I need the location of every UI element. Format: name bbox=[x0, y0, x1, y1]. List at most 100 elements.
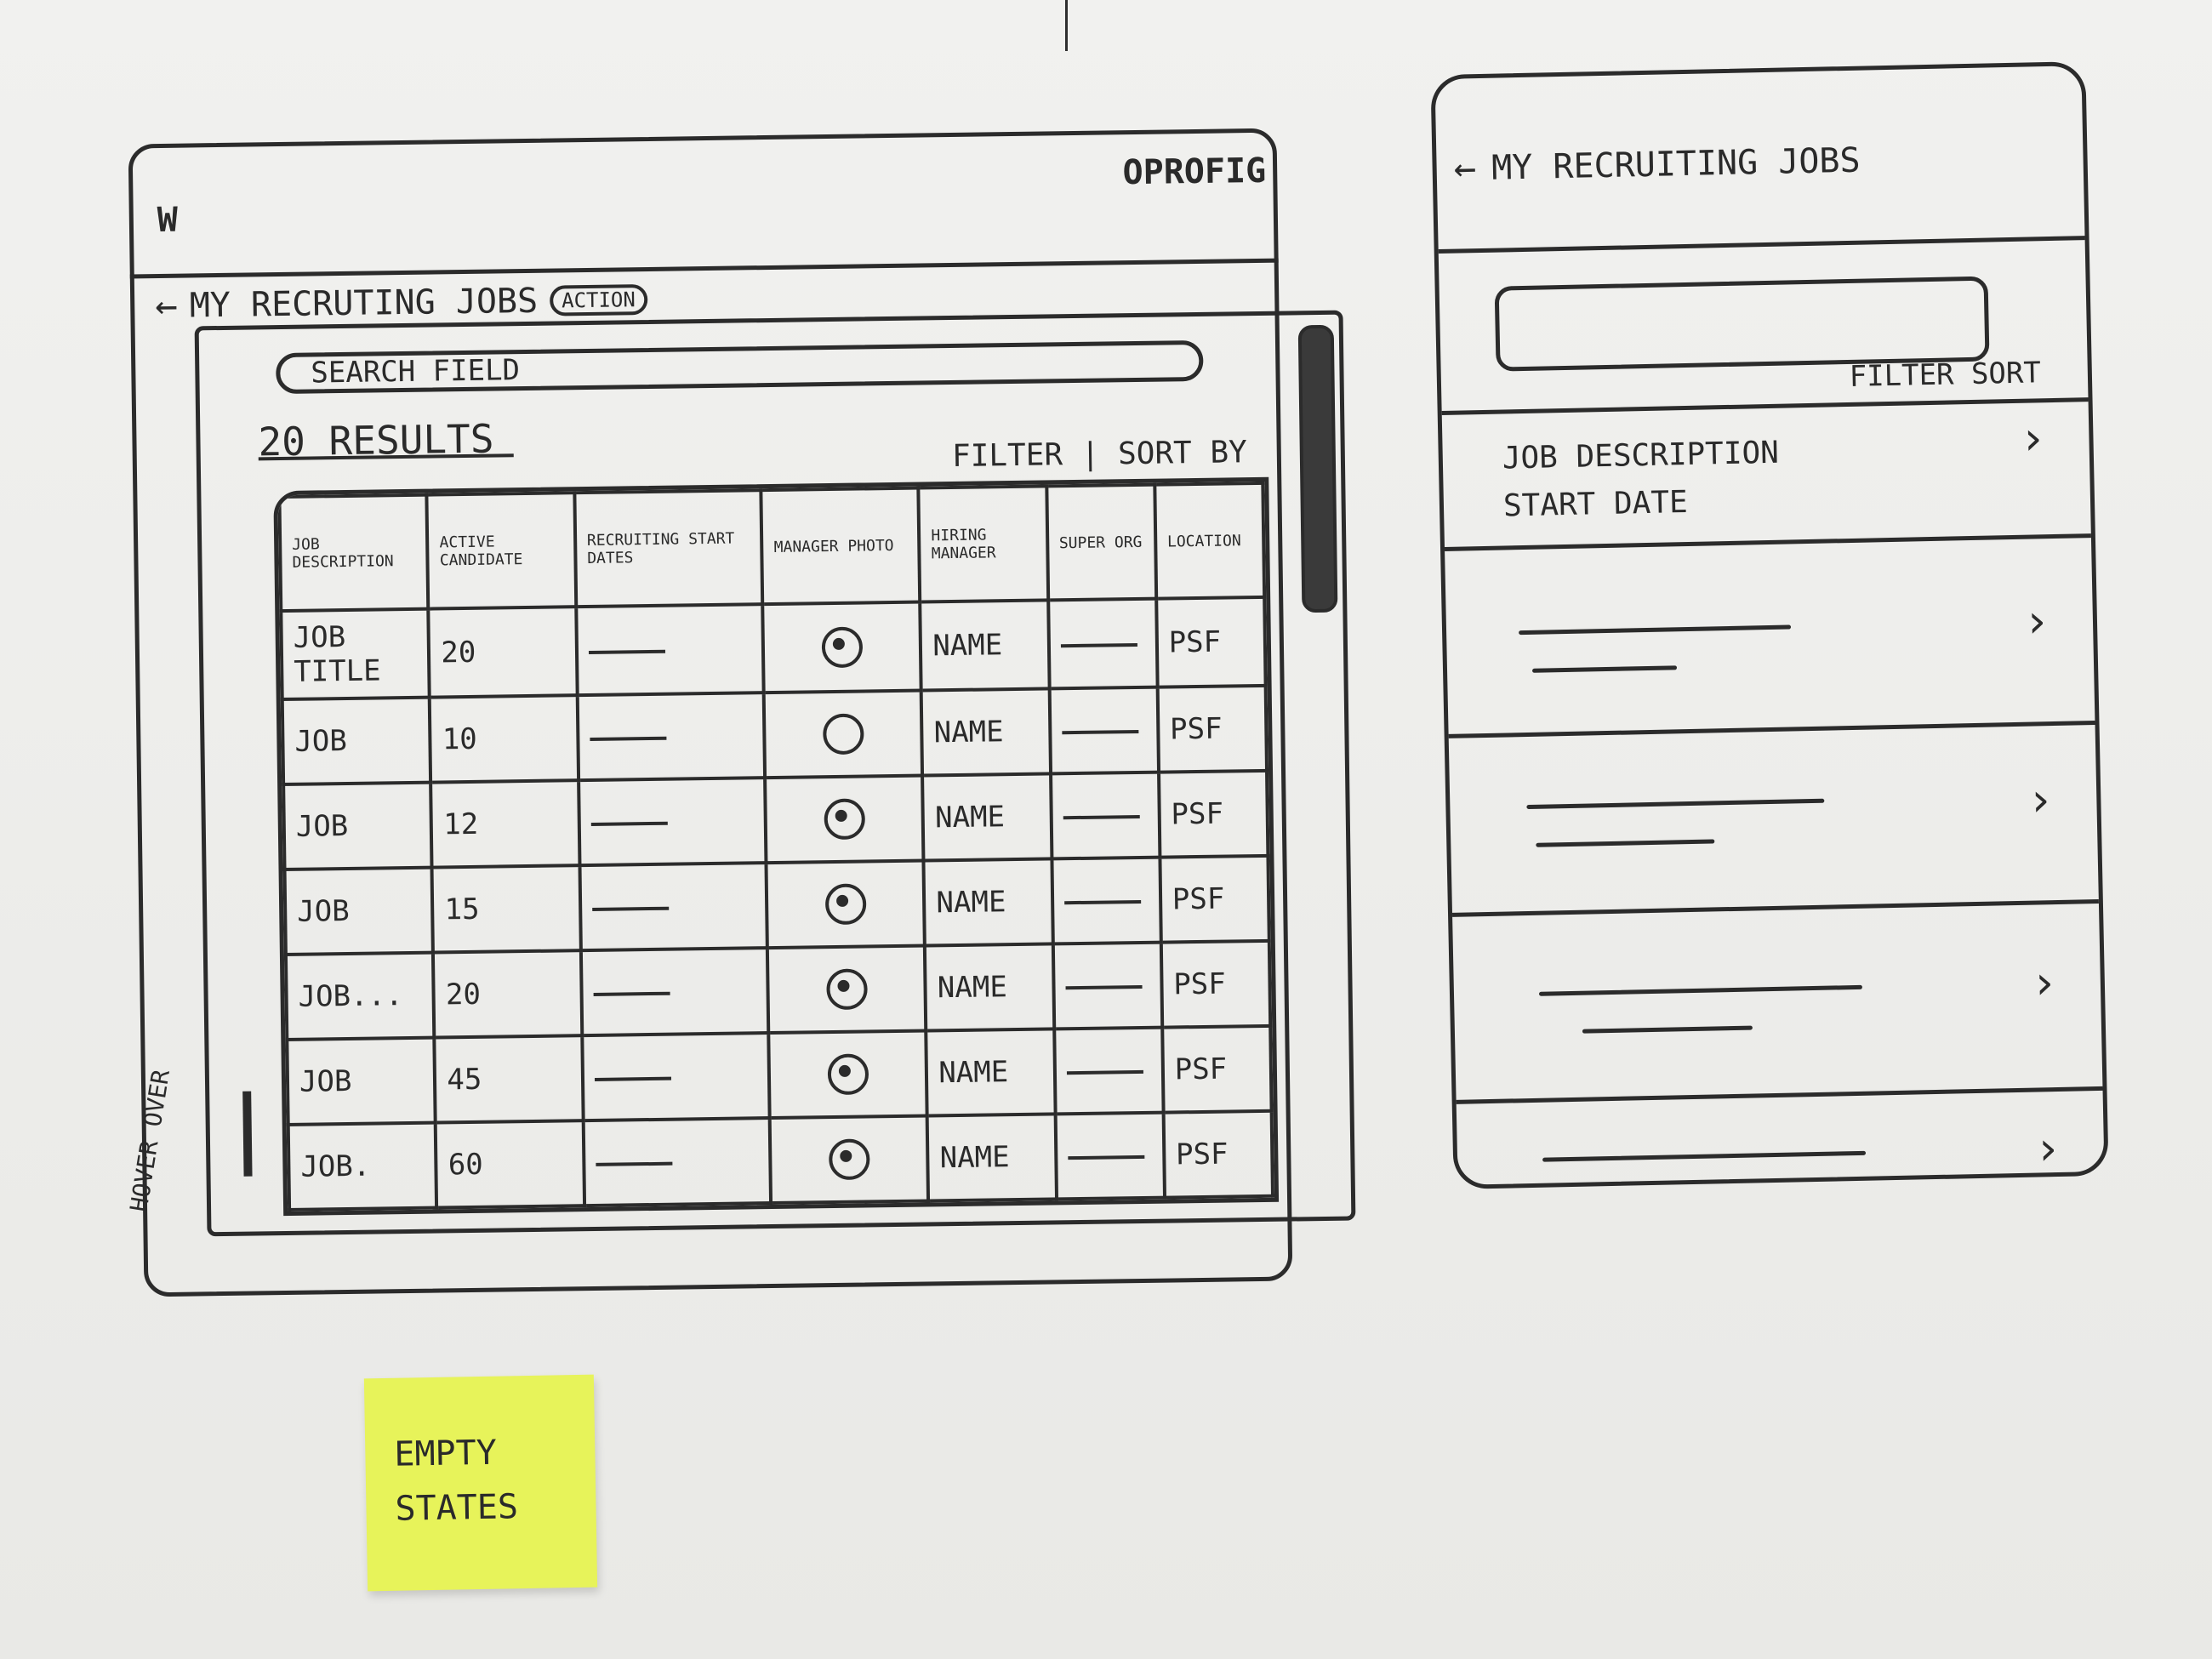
start-date-cell bbox=[582, 1033, 771, 1121]
back-arrow-icon[interactable]: ← bbox=[154, 283, 179, 328]
start-date-cell bbox=[576, 604, 765, 696]
placeholder-dash bbox=[594, 1076, 671, 1081]
filter-sort-button[interactable]: FILTER | SORT BY bbox=[951, 435, 1248, 475]
profile-button[interactable]: OPROFIG bbox=[1122, 151, 1267, 193]
start-date-cell bbox=[583, 1118, 772, 1206]
mobile-list-divider bbox=[1441, 397, 2089, 416]
job-cell: JOB bbox=[283, 782, 432, 870]
placeholder-dash bbox=[1066, 1069, 1143, 1075]
placeholder-dash bbox=[1065, 984, 1143, 989]
list-item-title[interactable]: JOB DESCRIPTION START DATE bbox=[1502, 435, 1780, 524]
mobile-header: ← MY RECRUITING JOBS bbox=[1453, 139, 1861, 191]
candidates-cell: 12 bbox=[430, 780, 580, 868]
chevron-right-icon[interactable]: › bbox=[2032, 1120, 2062, 1176]
placeholder-line bbox=[1532, 665, 1678, 673]
job-cell: JOB. bbox=[288, 1122, 437, 1210]
logo: W bbox=[157, 200, 179, 241]
candidates-cell: 45 bbox=[434, 1035, 584, 1123]
start-date-cell bbox=[579, 863, 768, 951]
mobile-list-divider bbox=[1448, 721, 2095, 738]
manager-name-cell: NAME bbox=[923, 858, 1053, 946]
placeholder-dash bbox=[1060, 642, 1137, 647]
placeholder-dash bbox=[1067, 1154, 1144, 1160]
column-header[interactable]: RECRUITING START DATES bbox=[574, 490, 763, 607]
manager-avatar-icon bbox=[824, 798, 865, 841]
location-cell: PSF bbox=[1162, 1025, 1272, 1113]
column-header[interactable]: SUPER ORG bbox=[1046, 484, 1156, 601]
mobile-list-divider bbox=[1451, 898, 2099, 917]
location-cell: PSF bbox=[1158, 770, 1268, 858]
manager-photo-cell bbox=[767, 945, 926, 1034]
location-cell: PSF bbox=[1157, 685, 1268, 772]
super-org-cell bbox=[1050, 772, 1160, 859]
column-header[interactable]: MANAGER PHOTO bbox=[761, 487, 921, 605]
manager-photo-cell bbox=[768, 1030, 928, 1119]
mobile-frame: ← MY RECRUITING JOBS FILTER SORT JOB DES… bbox=[1430, 61, 2109, 1189]
placeholder-dash bbox=[1063, 814, 1140, 819]
job-cell: JOB bbox=[284, 867, 434, 955]
manager-avatar-icon bbox=[827, 1053, 869, 1096]
job-cell: JOB bbox=[287, 1037, 436, 1125]
back-arrow-icon[interactable]: ← bbox=[1453, 146, 1477, 191]
candidates-cell: 20 bbox=[428, 607, 578, 698]
action-button[interactable]: ACTION bbox=[549, 283, 648, 316]
manager-photo-cell bbox=[770, 1115, 929, 1204]
chevron-right-icon[interactable]: › bbox=[2018, 411, 2048, 465]
start-date-cell bbox=[578, 778, 767, 866]
placeholder-dash bbox=[591, 906, 670, 911]
manager-name-cell: NAME bbox=[920, 600, 1050, 691]
column-header[interactable]: ACTIVE CANDIDATE bbox=[426, 493, 577, 609]
board-seam bbox=[1065, 0, 1068, 51]
mobile-search-input[interactable] bbox=[1494, 276, 1990, 372]
candidates-cell: 15 bbox=[431, 865, 581, 953]
placeholder-dash bbox=[1063, 899, 1141, 904]
results-window: SEARCH FIELD 20 RESULTS FILTER | SORT BY… bbox=[194, 310, 1356, 1237]
column-header[interactable]: LOCATION bbox=[1154, 482, 1265, 599]
column-header[interactable]: JOB DESCRIPTION bbox=[279, 494, 429, 612]
chevron-right-icon[interactable]: › bbox=[2026, 772, 2055, 827]
location-cell: PSF bbox=[1155, 596, 1266, 687]
super-org-cell bbox=[1047, 598, 1158, 689]
mobile-filter-sort-button[interactable]: FILTER SORT bbox=[1849, 356, 2042, 394]
candidates-cell: 10 bbox=[430, 695, 579, 783]
manager-avatar-icon bbox=[822, 713, 864, 755]
manager-name-cell: NAME bbox=[921, 688, 1051, 776]
sticky-note-text: EMPTY STATES bbox=[394, 1433, 519, 1529]
manager-name-cell: NAME bbox=[922, 773, 1052, 861]
placeholder-line bbox=[1536, 839, 1715, 847]
placeholder-dash bbox=[588, 649, 665, 654]
manager-avatar-icon bbox=[821, 626, 864, 669]
sticky-note: EMPTY STATES bbox=[363, 1374, 598, 1592]
search-input[interactable]: SEARCH FIELD bbox=[276, 339, 1204, 395]
placeholder-line bbox=[1538, 984, 1862, 996]
manager-name-cell: NAME bbox=[926, 1029, 1056, 1116]
chevron-right-icon[interactable]: › bbox=[2029, 955, 2059, 1010]
scrollbar[interactable] bbox=[1297, 324, 1338, 613]
location-cell: PSF bbox=[1160, 940, 1271, 1028]
manager-name-cell: NAME bbox=[927, 1114, 1057, 1201]
chevron-right-icon[interactable]: › bbox=[2021, 594, 2051, 648]
placeholder-dash bbox=[596, 1161, 673, 1166]
placeholder-dash bbox=[593, 991, 670, 996]
manager-avatar-icon bbox=[826, 968, 868, 1011]
placeholder-line bbox=[1582, 1025, 1753, 1034]
manager-photo-cell bbox=[766, 860, 926, 949]
super-org-cell bbox=[1052, 942, 1163, 1029]
job-cell: JOB bbox=[282, 697, 431, 785]
manager-photo-cell bbox=[762, 601, 922, 693]
manager-photo-cell bbox=[765, 775, 924, 864]
page-title: MY RECRUTING JOBS bbox=[189, 281, 539, 325]
manager-avatar-icon bbox=[824, 883, 867, 926]
start-date-cell bbox=[577, 693, 766, 781]
manager-name-cell: NAME bbox=[925, 944, 1054, 1031]
column-header[interactable]: HIRING MANAGER bbox=[918, 486, 1048, 602]
